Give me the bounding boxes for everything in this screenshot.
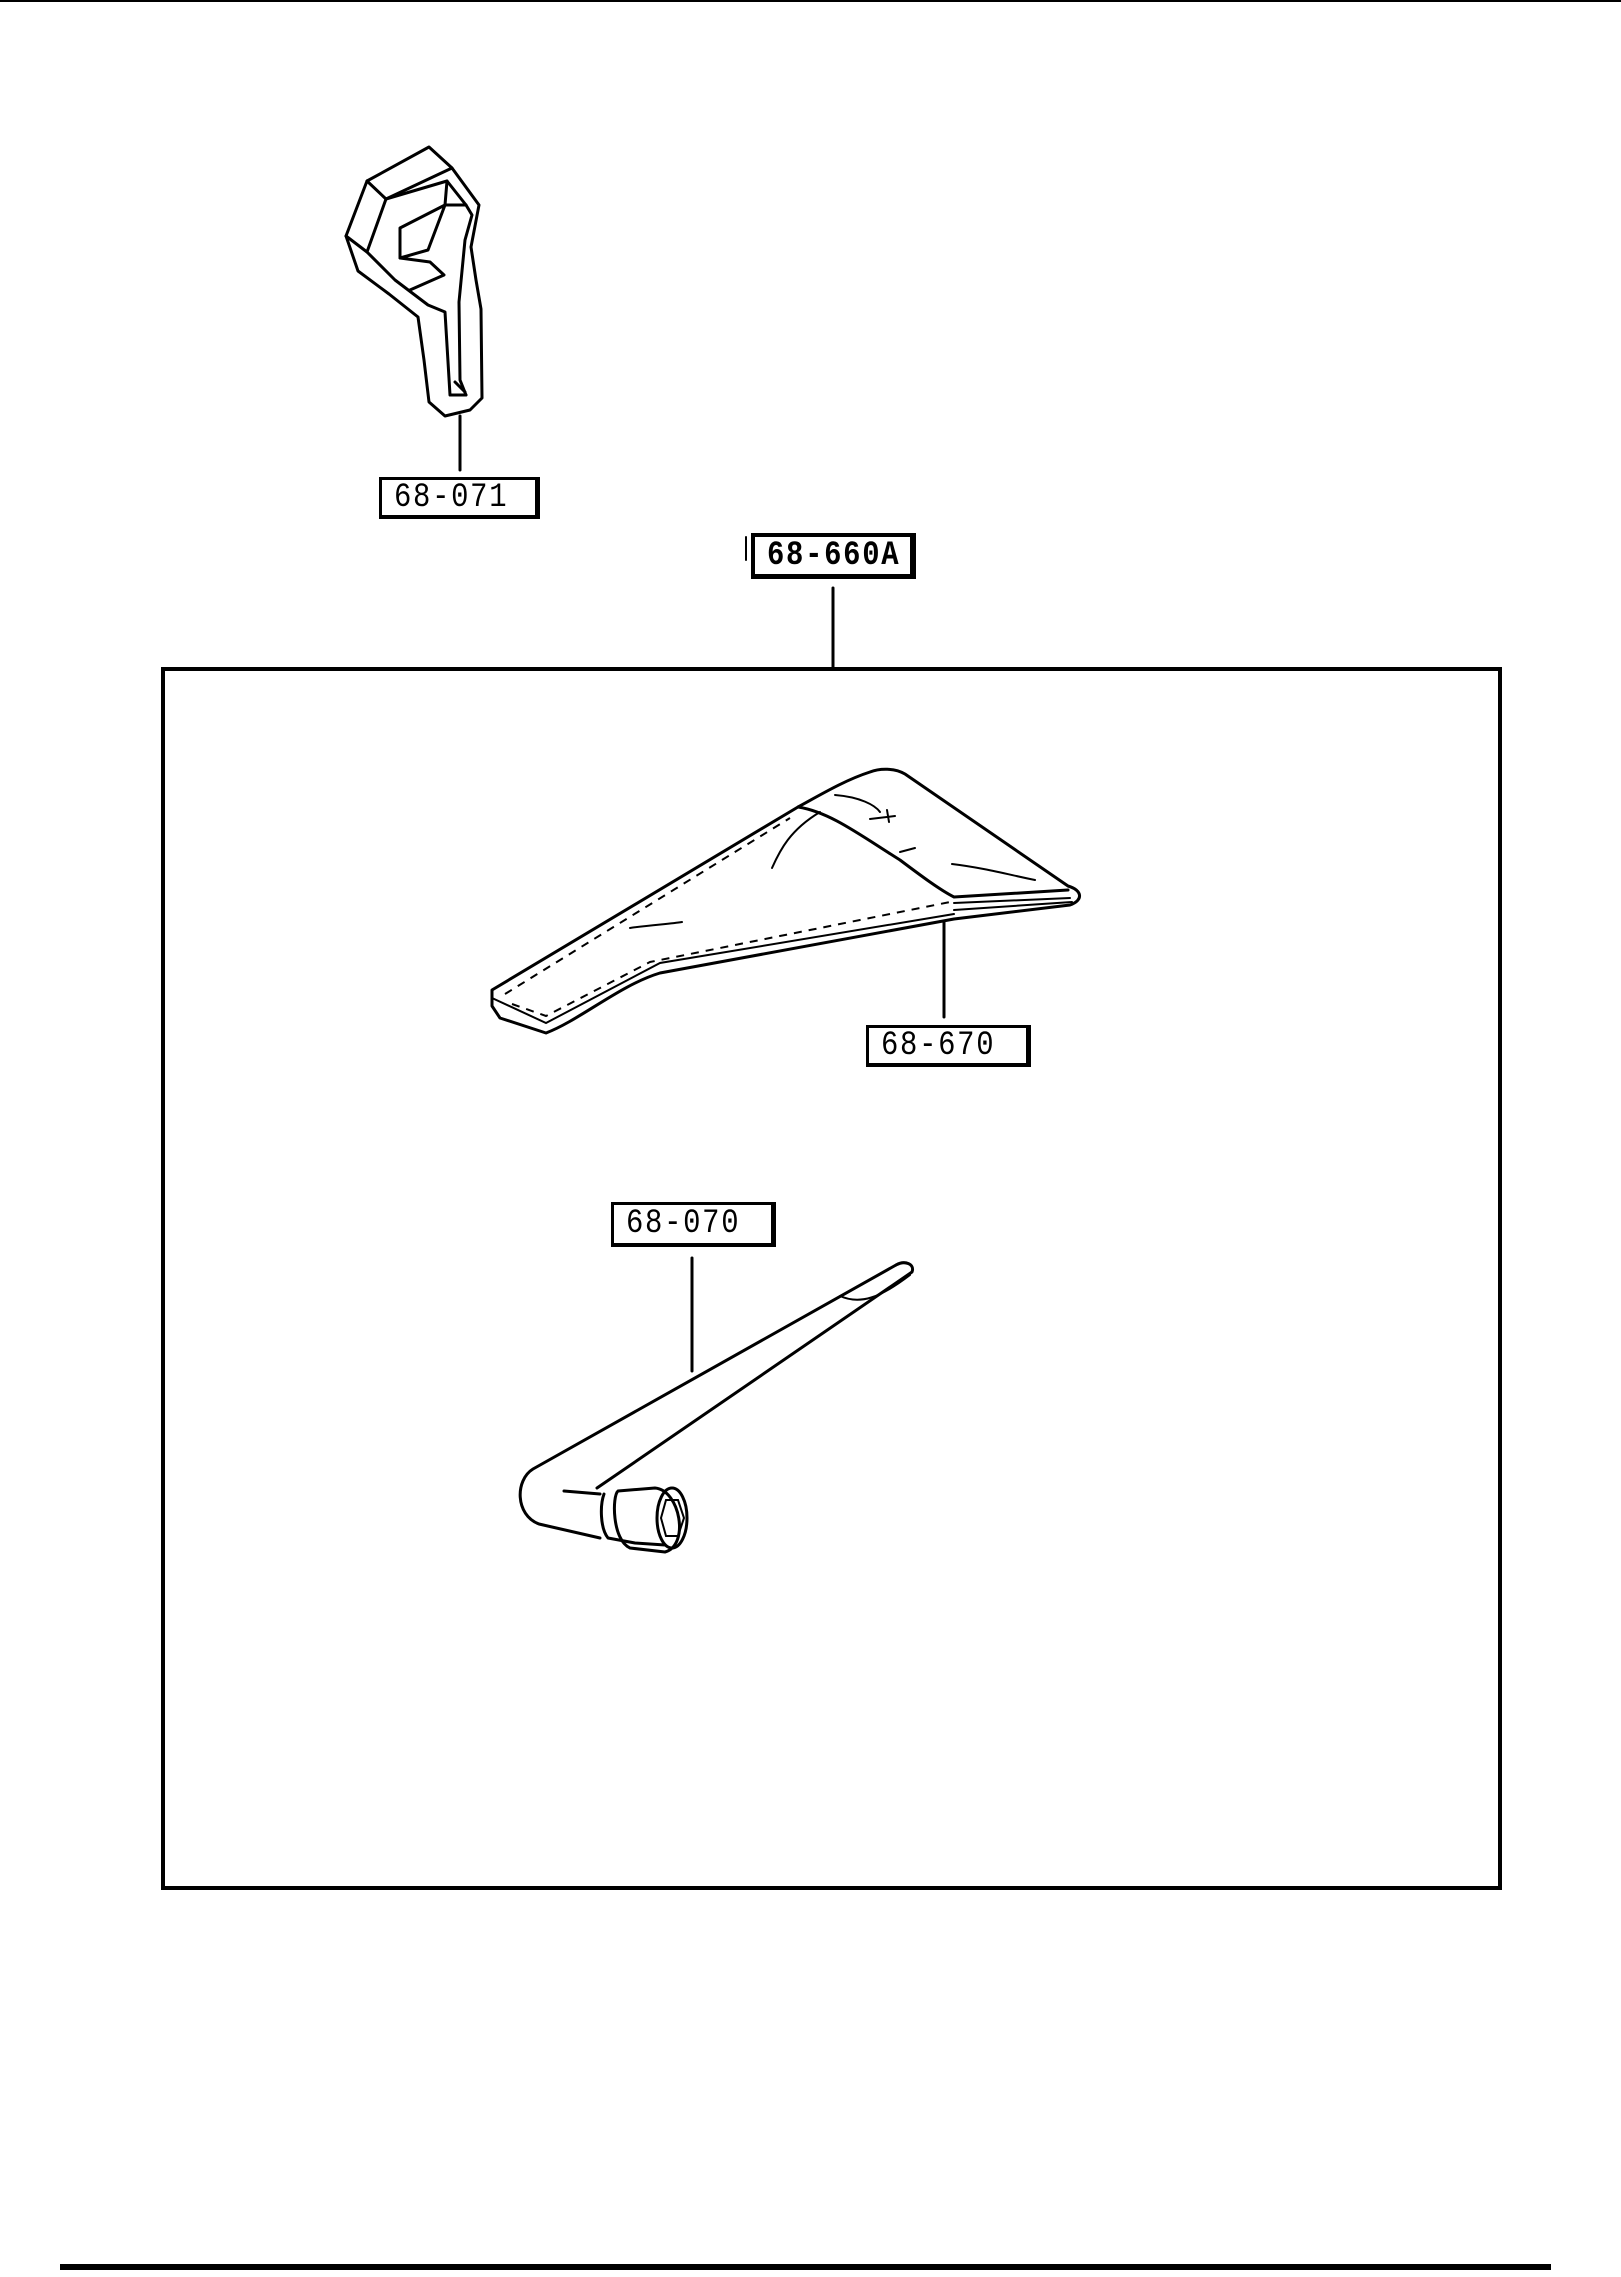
part-number-text: 68-071 [394, 478, 509, 517]
part-label-68-660A[interactable]: 68-660A [751, 533, 916, 579]
spanner-wrench-illustration [344, 145, 484, 472]
part-number-text: 68-070 [626, 1205, 741, 1243]
part-label-68-670[interactable]: 68-670 [866, 1025, 1031, 1067]
part-number-text: 68-660A [767, 536, 901, 575]
lug-wrench-illustration [518, 1256, 915, 1554]
part-label-68-071[interactable]: 68-071 [379, 477, 540, 519]
tool-pouch-illustration [490, 767, 1081, 1035]
tool-kit-frame [161, 667, 1502, 1890]
part-number-text: 68-670 [881, 1026, 996, 1065]
part-label-68-070[interactable]: 68-070 [611, 1202, 776, 1247]
